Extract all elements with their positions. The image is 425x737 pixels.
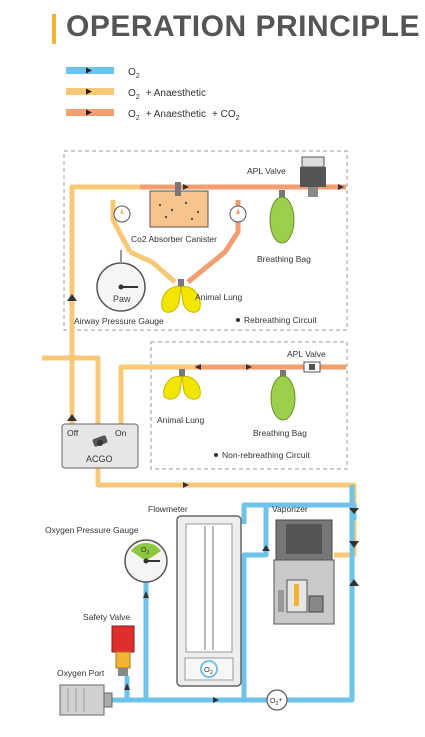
vaporizer-label: Vaporizer [272,504,308,514]
legend-label-o2-anaesthetic: O2+ Anaesthetic [128,88,206,101]
oxygen-pressure-gauge [124,539,168,583]
page-title: OPERATION PRINCIPLE [66,10,420,43]
o2-flush-label: O2+ [270,697,282,707]
legend-label-o2-anaesthetic-co2: O2+ Anaesthetic+ CO2 [128,109,240,122]
acgo-switch[interactable] [61,423,139,469]
oxygen-port-label: Oxygen Port [57,668,105,678]
rebreathing-label: Rebreathing Circuit [244,315,317,325]
vaporizer [273,519,335,625]
legend-arrow-icon [86,88,92,95]
legend-item-o2-anaesthetic: O2+ Anaesthetic [66,88,206,101]
oxygen-port [59,684,113,716]
expiratory-valve-icon [229,205,247,223]
flowmeter-o2-label: O2 [204,665,213,676]
legend-arrow-icon [86,67,92,74]
flowmeter-label: Flowmeter [148,504,188,514]
apl-valve-top [300,156,326,197]
oxygen-gauge-label: Oxygen Pressure Gauge [45,525,139,535]
apl-valve-bottom [303,361,321,373]
breathing-bag-bottom-label: Breathing Bag [253,428,307,438]
airway-pressure-gauge [96,250,146,312]
co2-canister-label: Co2 Absorber Canister [131,234,217,244]
breathing-bag-bottom [270,370,296,421]
animal-lung-top [161,279,201,313]
paw-label: Paw [113,294,131,304]
acgo-off-label: Off [67,428,79,438]
non-rebreathing-label: Non-rebreathing Circuit [222,450,311,460]
legend-item-o2-anaesthetic-co2: O2+ Anaesthetic+ CO2 [66,109,240,122]
rebreathing-bullet [236,318,240,322]
apl-valve-bottom-label: APL Valve [287,349,326,359]
inspiratory-valve-icon [113,205,131,223]
airway-gauge-label: Airway Pressure Gauge [74,316,164,326]
acgo-on-label: On [115,428,127,438]
flowmeter [176,515,242,687]
legend: O2 O2+ Anaesthetic O2+ Anaesthetic+ CO2 [66,67,240,122]
non-rebreathing-circuit-box [150,341,348,470]
apl-valve-top-label: APL Valve [247,166,286,176]
breathing-bag-top [269,190,295,244]
animal-lung-top-label: Animal Lung [195,292,243,302]
legend-label-o2: O2 [128,67,140,80]
legend-item-o2: O2 [66,67,140,80]
co2-absorber-canister [149,182,209,228]
animal-lung-bottom [163,369,201,400]
non-rebreathing-bullet [214,453,218,457]
acgo-label: ACGO [86,454,113,464]
safety-valve-label: Safety Valve [83,612,130,622]
safety-valve [111,625,135,676]
animal-lung-bottom-label: Animal Lung [157,415,205,425]
rebreathing-circuit-box [63,150,348,331]
breathing-bag-top-label: Breathing Bag [257,254,311,264]
legend-arrow-icon [86,109,92,116]
title-accent-bar [52,14,56,44]
gauge-o2-label: O2 [141,547,149,556]
o2-flush-button[interactable] [266,689,288,711]
